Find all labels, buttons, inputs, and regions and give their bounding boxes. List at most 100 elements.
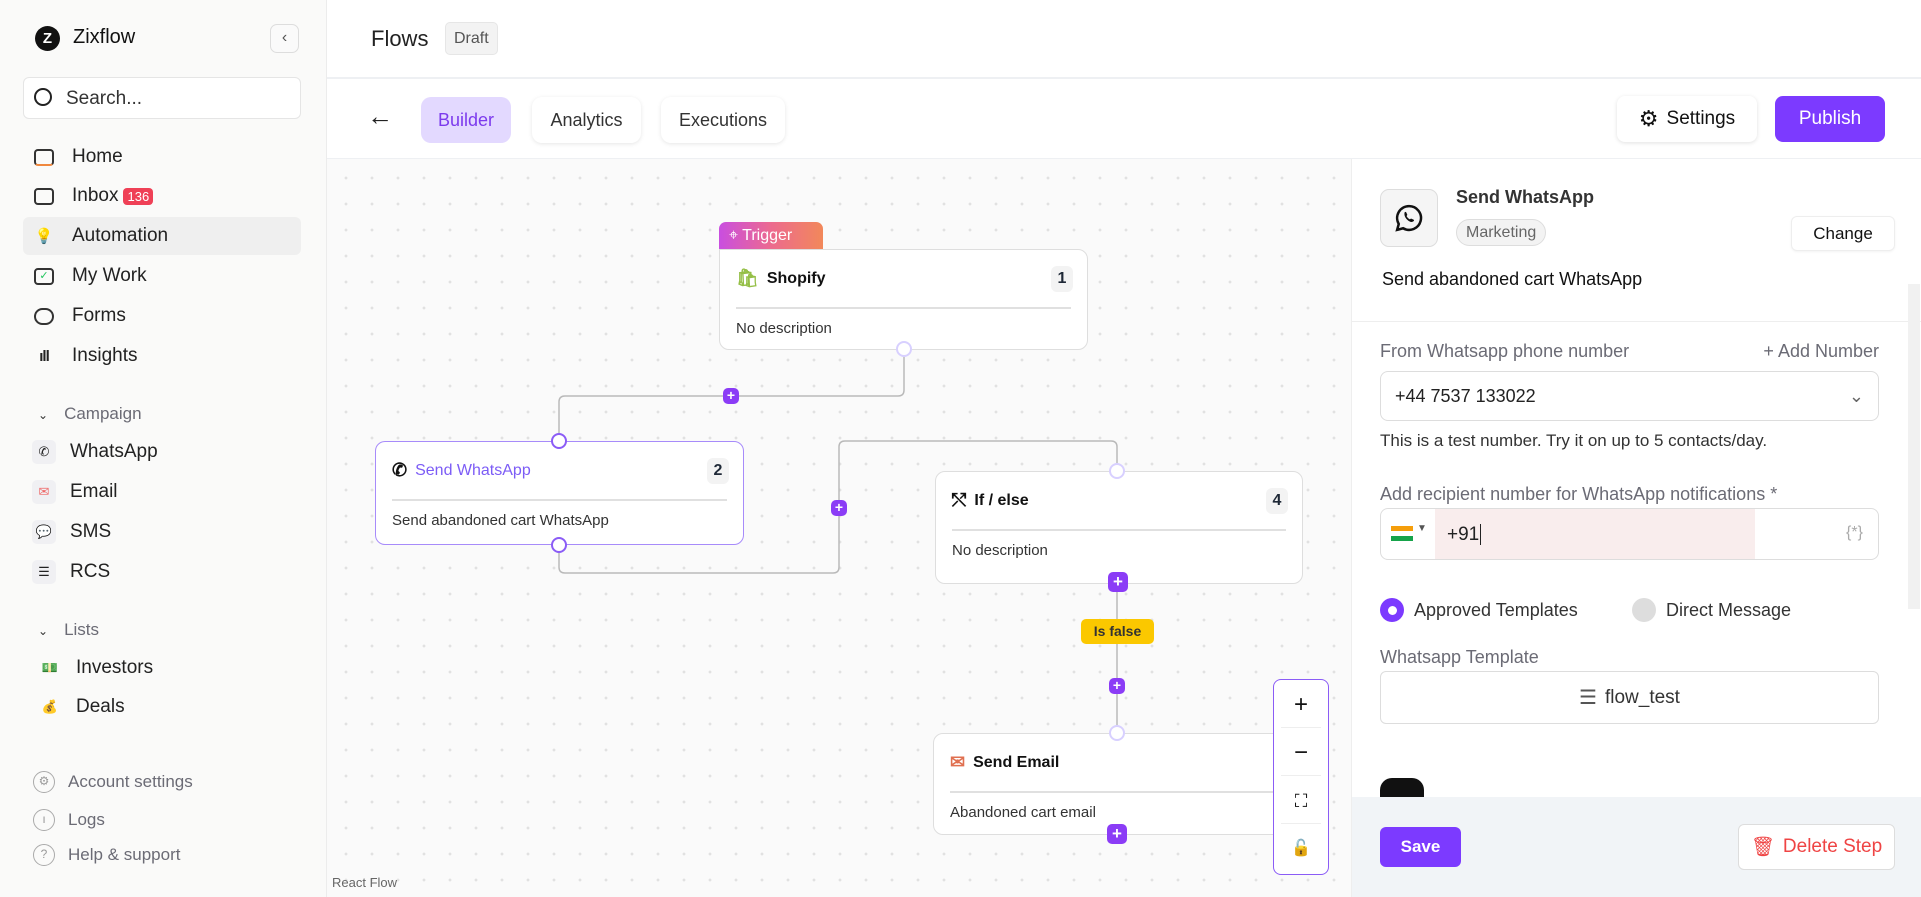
search-input[interactable]: Search... — [23, 77, 301, 119]
chevron-down-icon: ⌄ — [38, 408, 49, 422]
fit-view-icon[interactable]: ⛶ — [1281, 778, 1321, 824]
node-description: Abandoned cart email — [950, 804, 1096, 821]
tab-executions[interactable]: Executions — [661, 97, 785, 143]
campaign-section-header[interactable]: ⌄Campaign — [38, 404, 142, 424]
tab-analytics[interactable]: Analytics — [532, 97, 641, 143]
radio-approved-templates[interactable]: Approved Templates — [1380, 598, 1578, 622]
add-number-link[interactable]: + Add Number — [1763, 341, 1879, 361]
react-flow-attribution[interactable]: React Flow — [332, 875, 398, 890]
collapse-sidebar-button[interactable]: ‹ — [270, 24, 299, 53]
sidebar-item-forms[interactable]: Forms — [23, 297, 301, 335]
change-button[interactable]: Change — [1791, 216, 1895, 251]
laptop-icon — [33, 147, 55, 167]
output-handle[interactable] — [551, 537, 567, 553]
input-handle[interactable] — [551, 433, 567, 449]
save-button[interactable]: Save — [1380, 827, 1461, 867]
gear-icon: ⚙ — [1638, 106, 1659, 131]
item-label: Deals — [76, 696, 125, 717]
nav-label: Home — [72, 146, 123, 167]
item-label: SMS — [70, 521, 112, 542]
add-step-button[interactable]: + — [1107, 824, 1127, 844]
item-label: Email — [70, 481, 118, 502]
caret-down-icon[interactable]: ▼ — [1417, 523, 1427, 534]
input-handle[interactable] — [1109, 463, 1125, 479]
chat-bubble-icon — [33, 306, 55, 326]
node-send-whatsapp[interactable]: ✆Send WhatsApp 2 Send abandoned cart Wha… — [375, 441, 744, 545]
nav-label: Insights — [72, 345, 138, 366]
step-description[interactable]: Send abandoned cart WhatsApp — [1382, 269, 1643, 289]
zoom-in-icon[interactable]: + — [1281, 682, 1321, 728]
sidebar-item-deals[interactable]: 💰 Deals — [38, 689, 308, 725]
flow-canvas[interactable]: ⌖ Trigger 🛍Shopify 1 No description ✆Sen… — [327, 159, 1351, 897]
sidebar-item-my-work[interactable]: ✓My Work — [23, 257, 301, 295]
settings-button[interactable]: ⚙ Settings — [1617, 96, 1757, 142]
zoom-out-icon[interactable]: − — [1281, 730, 1321, 776]
template-value: flow_test — [1604, 686, 1680, 708]
sidebar-item-email[interactable]: ✉ Email — [32, 474, 302, 510]
sidebar-item-sms[interactable]: 💬 SMS — [32, 514, 302, 550]
from-number-select[interactable]: +44 7537 133022⌄ — [1380, 371, 1879, 421]
help-icon: ? — [33, 844, 55, 866]
delete-label: Delete Step — [1782, 836, 1883, 857]
add-step-button[interactable]: + — [723, 388, 739, 404]
sidebar-item-rcs[interactable]: ☰RCS — [32, 554, 302, 590]
account-settings-link[interactable]: ⚙Account settings — [33, 771, 193, 793]
footer-label: Account settings — [68, 772, 193, 791]
scrollbar[interactable] — [1908, 284, 1920, 609]
publish-button[interactable]: Publish — [1775, 96, 1885, 142]
india-flag-icon[interactable] — [1391, 526, 1413, 541]
recipient-value[interactable]: +91 — [1447, 524, 1480, 545]
page-header: Flows Draft — [327, 0, 1921, 79]
from-number-label: From Whatsapp phone number — [1380, 341, 1630, 361]
divider — [392, 499, 727, 501]
tab-builder[interactable]: Builder — [421, 97, 511, 143]
sidebar-item-home[interactable]: Home — [23, 138, 301, 176]
radio-unselected-icon — [1632, 598, 1656, 622]
variable-insert-icon[interactable]: {*} — [1846, 524, 1863, 541]
radio-selected-icon — [1380, 598, 1404, 622]
recipient-phone-input[interactable]: ▼ +91 {*} — [1380, 508, 1879, 560]
shopify-icon: 🛍 — [736, 268, 759, 288]
add-step-button[interactable]: + — [831, 500, 847, 516]
settings-label: Settings — [1666, 108, 1736, 129]
checkbox-icon: ✓ — [33, 266, 55, 286]
back-arrow-icon[interactable]: ← — [367, 101, 393, 131]
node-number: 1 — [1051, 266, 1073, 292]
help-support-link[interactable]: ?Help & support — [33, 844, 180, 866]
money-icon: 💵 — [41, 660, 59, 675]
sidebar-item-automation[interactable]: 💡Automation — [23, 217, 301, 255]
lists-section-header[interactable]: ⌄Lists — [38, 620, 99, 640]
search-icon — [34, 88, 52, 106]
add-step-button[interactable]: + — [1109, 678, 1125, 694]
radio-direct-message[interactable]: Direct Message — [1632, 598, 1791, 622]
panel-title: Send WhatsApp — [1456, 187, 1594, 207]
sidebar-item-whatsapp[interactable]: ✆WhatsApp — [32, 434, 302, 470]
add-step-button[interactable]: + — [1108, 572, 1128, 592]
sms-icon: 💬 — [32, 520, 56, 544]
node-send-email[interactable]: ✉Send Email Abandoned cart email — [933, 733, 1303, 835]
clock-icon: ı — [33, 809, 55, 831]
target-icon: ⌖ — [729, 227, 739, 244]
input-handle[interactable] — [1109, 725, 1125, 741]
radio-label: Direct Message — [1666, 599, 1792, 620]
node-if-else[interactable]: ⤲If / else 4 No description — [935, 471, 1303, 584]
page-title: Flows — [371, 26, 429, 51]
status-badge: Draft — [445, 22, 498, 55]
sidebar-item-investors[interactable]: 💵Investors — [38, 650, 308, 686]
toggle-switch[interactable] — [1380, 778, 1424, 797]
nav-label: Inbox — [72, 185, 119, 206]
node-title: Shopify — [766, 269, 826, 287]
lock-icon[interactable]: 🔓 — [1291, 840, 1311, 857]
node-shopify[interactable]: 🛍Shopify 1 No description — [719, 249, 1088, 350]
sliders-icon: ☰ — [1579, 687, 1597, 709]
template-select-button[interactable]: ☰ flow_test — [1380, 671, 1879, 724]
money-bag-icon: 💰 — [41, 699, 59, 714]
node-number: 2 — [707, 458, 729, 484]
delete-step-button[interactable]: 🗑Delete Step — [1738, 824, 1895, 870]
mail-icon: ✉ — [32, 480, 56, 504]
output-handle[interactable] — [896, 341, 912, 357]
